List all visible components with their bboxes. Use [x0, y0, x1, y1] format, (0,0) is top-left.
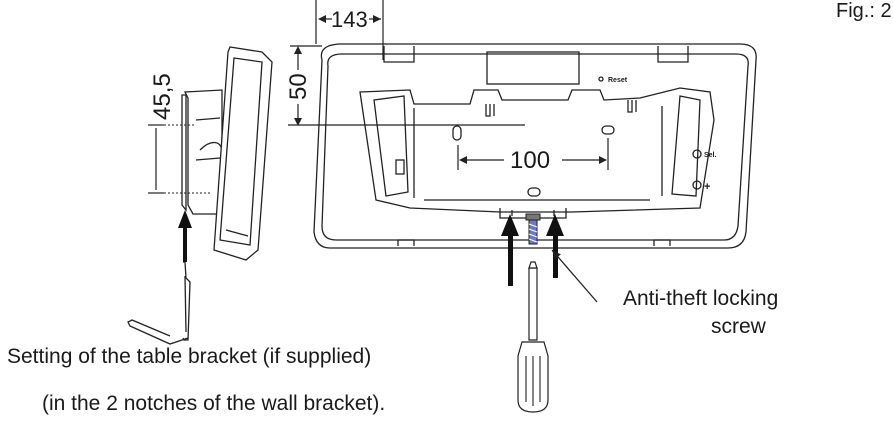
caption-line1: Setting of the table bracket (if supplie… [7, 345, 371, 368]
screwdriver-icon [517, 261, 549, 413]
offset-dimension [315, 0, 384, 60]
locking-screw [525, 213, 541, 245]
callout-line1: Anti-theft locking [623, 287, 778, 310]
front-view [313, 43, 757, 249]
side-view [156, 46, 273, 261]
offset-dimension-label: 143 [331, 7, 368, 32]
spacing-dimension [457, 138, 609, 170]
callout-leader [551, 249, 598, 303]
table-bracket [127, 261, 191, 345]
callout-line2: screw [711, 315, 767, 338]
height-dimension [290, 45, 322, 126]
sel-marking: Sel. [704, 152, 717, 159]
side-arrow [178, 210, 192, 262]
figure-label: Fig.: 2 [836, 0, 892, 22]
side-height-dimension [148, 124, 164, 194]
height-dimension-label: 50 [285, 73, 312, 100]
reset-marking: Reset [608, 77, 628, 84]
plus-marking: + [704, 181, 710, 193]
side-height-label: 45,5 [149, 73, 176, 120]
caption-line2: (in the 2 notches of the wall bracket). [42, 392, 385, 415]
spacing-dimension-label: 100 [510, 147, 550, 174]
